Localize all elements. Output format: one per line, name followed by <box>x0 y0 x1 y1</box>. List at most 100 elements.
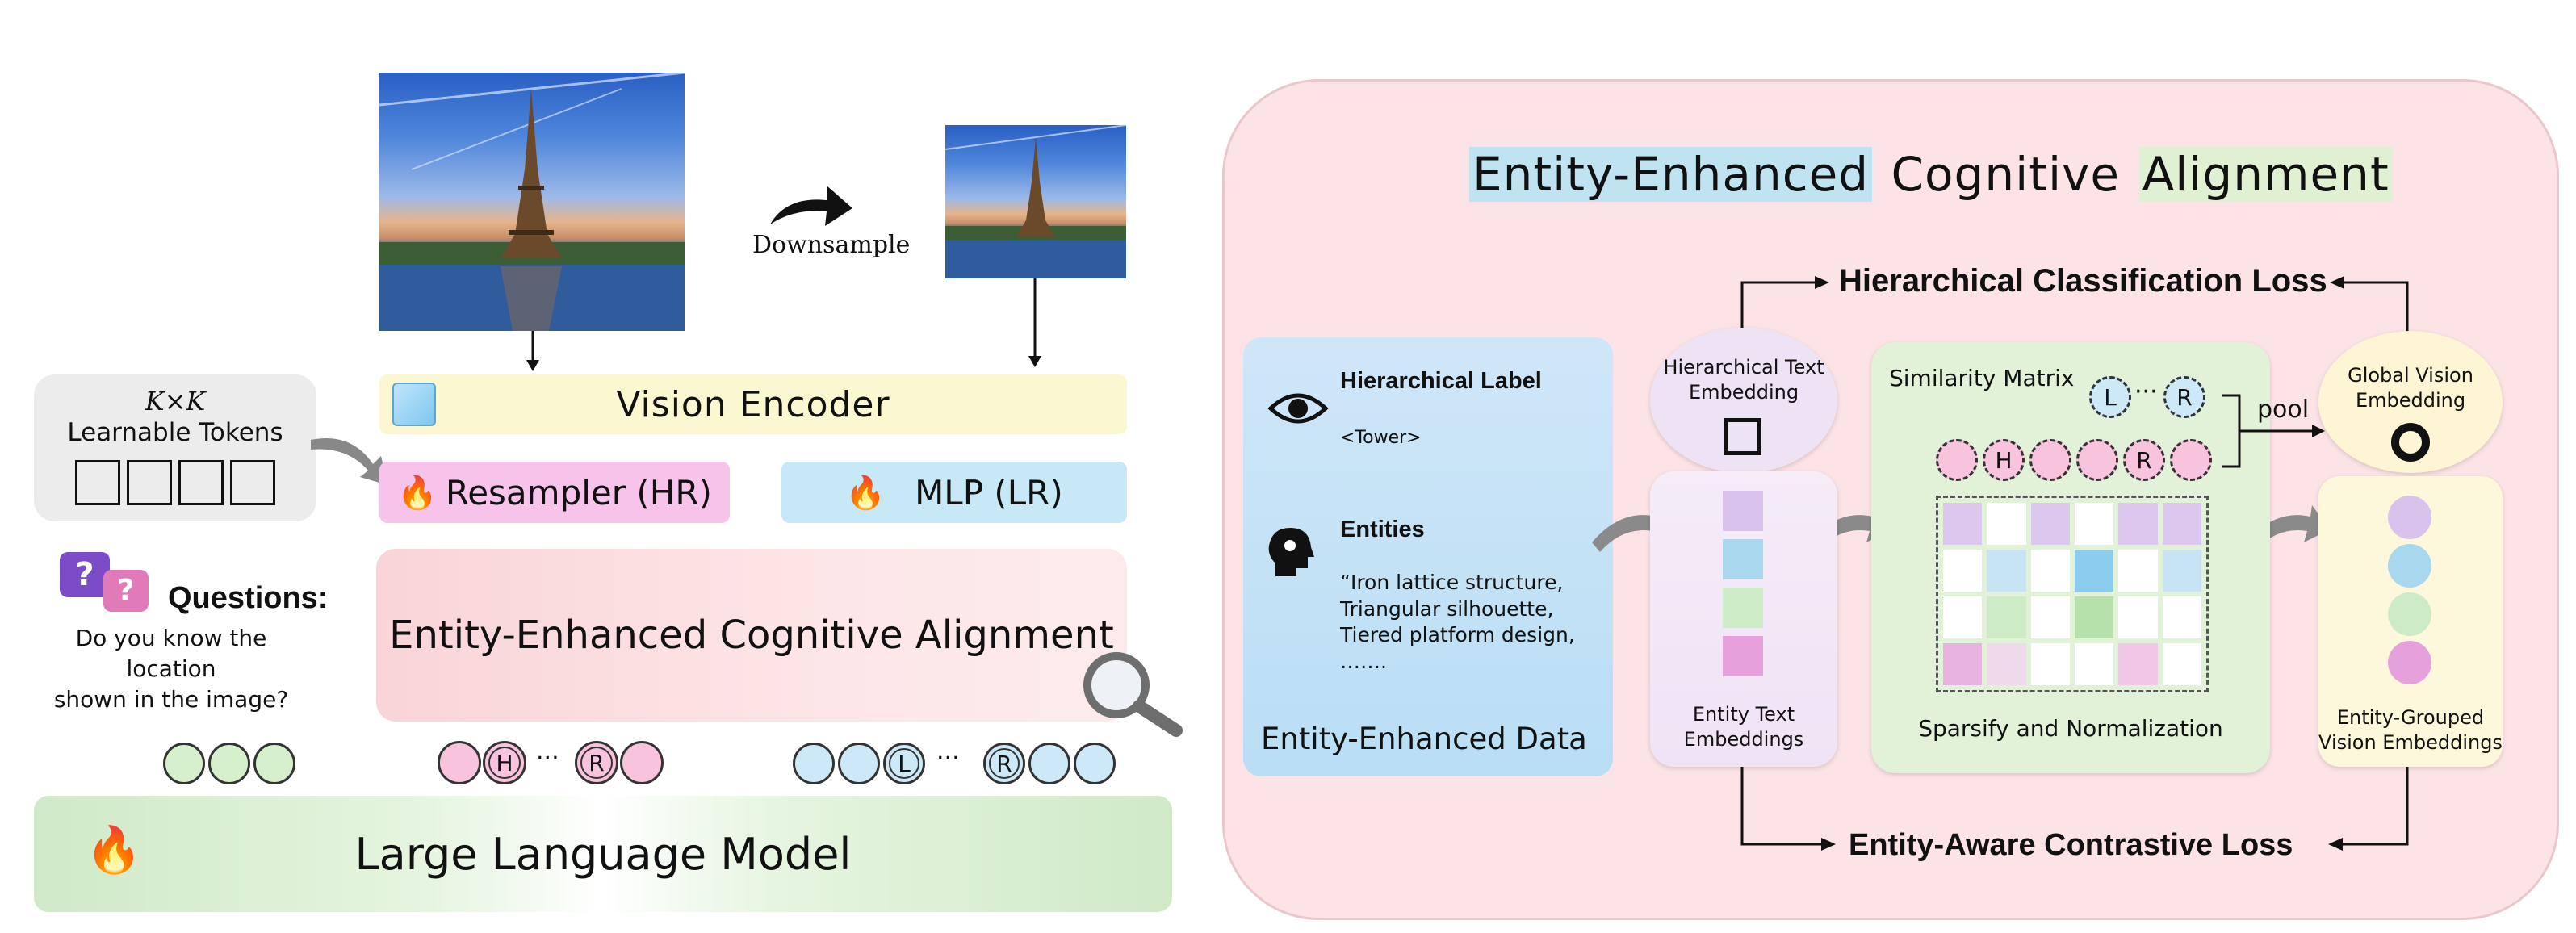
token-square <box>178 460 224 505</box>
token-h-inner: H <box>488 747 521 779</box>
token-squares <box>75 460 275 505</box>
token-circle-h: H <box>483 741 526 784</box>
token-dots-pink: ··· <box>536 744 559 772</box>
token-circle-green <box>253 743 295 784</box>
llm-label: Large Language Model <box>354 828 852 880</box>
token-square <box>127 460 172 505</box>
token-square <box>75 460 120 505</box>
token-circle-green <box>208 743 250 784</box>
hierarchical-text-square <box>1724 418 1761 455</box>
vision-embedding-dot <box>2388 496 2431 539</box>
mlp-box: 🔥 MLP (LR) <box>781 462 1127 523</box>
token-circle-blue <box>1074 743 1116 784</box>
downsample-label: Downsample <box>752 231 911 259</box>
sim-r-circle: R <box>2123 439 2165 481</box>
questions-title: Questions: <box>168 581 329 615</box>
entity-aware-contrastive-loss: Entity-Aware Contrastive Loss <box>1849 828 2293 862</box>
sim-pink-circle <box>1936 439 1978 481</box>
sim-r-circle: R <box>2163 376 2205 418</box>
matrix-cell <box>2074 550 2114 592</box>
eeca-title: Entity-Enhanced Cognitive Alignment <box>1469 147 2393 202</box>
downsample-arrow <box>770 186 852 226</box>
hierarchical-classification-loss: Hierarchical Classification Loss <box>1839 263 2327 299</box>
eeca-module-label: Entity-Enhanced Cognitive Alignment <box>389 613 1114 658</box>
vision-embedding-dot <box>2388 544 2431 588</box>
matrix-cell <box>2162 643 2201 685</box>
global-vision-embedding-label: Global Vision Embedding <box>2318 363 2503 413</box>
fire-icon: 🔥 <box>845 474 886 512</box>
resampler-label: Resampler (HR) <box>445 472 712 513</box>
hierarchical-label-title: Hierarchical Label <box>1340 368 1542 394</box>
token-dots-blue: ··· <box>936 744 960 772</box>
matrix-cell <box>2162 503 2201 545</box>
token-circle-pink <box>438 741 481 784</box>
arrow-sim-to-vision <box>2246 505 2330 552</box>
hierarchical-text-embedding-label: Hierarchical Text Embedding <box>1650 355 1837 405</box>
matrix-cell <box>2074 503 2114 545</box>
matrix-cell <box>1987 503 2026 545</box>
text-embedding-square <box>1723 491 1763 531</box>
matrix-cell <box>1943 643 1983 685</box>
hte-line-1: Hierarchical Text <box>1663 356 1824 379</box>
eeca-module-box: Entity-Enhanced Cognitive Alignment <box>376 549 1127 722</box>
entity-line: Tiered platform design, <box>1340 623 1575 646</box>
matrix-cell <box>1943 596 1983 638</box>
matrix-cell <box>2030 550 2070 592</box>
loss-arrows-top <box>1740 276 2409 333</box>
entities-list: “Iron lattice structure, Triangular silh… <box>1340 570 1575 675</box>
matrix-cell <box>2030 596 2070 638</box>
question-bubbles-icon: ? ? <box>60 552 150 621</box>
eiffel-tower-photo-large <box>379 73 685 331</box>
sim-l-circle: L <box>2089 376 2131 418</box>
magnifier-icon <box>1083 652 1183 737</box>
matrix-cell <box>2030 503 2070 545</box>
arrow-small-photo-to-encoder <box>1028 278 1041 367</box>
llm-box: Large Language Model <box>34 796 1172 912</box>
sim-pink-circle <box>2170 439 2212 481</box>
similarity-matrix-title: Similarity Matrix <box>1889 365 2075 391</box>
entity-enhanced-data-label: Entity-Enhanced Data <box>1261 722 1587 756</box>
global-vision-dot <box>2391 423 2430 462</box>
matrix-cell <box>2118 550 2158 592</box>
sim-h-circle: H <box>1983 439 2025 481</box>
learnable-tokens-label: Learnable Tokens <box>67 418 283 447</box>
similarity-grid <box>1936 496 2209 692</box>
token-circle-pink <box>620 741 664 784</box>
eiffel-tower-photo-small <box>945 125 1126 278</box>
vision-embedding-dot <box>2388 592 2431 636</box>
title-cognitive: Cognitive <box>1891 147 2121 202</box>
vision-encoder-label: Vision Encoder <box>616 383 890 425</box>
hte-line-2: Embedding <box>1688 381 1799 404</box>
ete-line-2: Embeddings <box>1683 728 1804 751</box>
questions-text: Do you know the location shown in the im… <box>34 623 308 714</box>
eye-icon <box>1267 387 1329 433</box>
token-r-inner: R <box>989 748 1020 779</box>
matrix-cell <box>2162 596 2201 638</box>
token-l-inner: L <box>889 748 919 779</box>
entity-line: ……. <box>1340 649 1387 673</box>
matrix-cell <box>2074 596 2114 638</box>
entity-text-embeddings-label: Entity Text Embeddings <box>1650 702 1837 752</box>
loss-arrows-bottom <box>1740 767 2409 851</box>
head-pin-icon <box>1266 525 1314 581</box>
matrix-cell <box>2074 643 2114 685</box>
token-circle-l: L <box>883 743 925 784</box>
gve-line-1: Global Vision <box>2348 364 2473 387</box>
questions-line-1: Do you know the location <box>75 625 267 682</box>
token-circle-green <box>163 743 205 784</box>
matrix-cell <box>2162 550 2201 592</box>
token-circle-blue <box>1028 743 1070 784</box>
sim-pink-circle <box>2029 439 2071 481</box>
matrix-cell <box>2030 643 2070 685</box>
pool-bracket <box>2222 394 2325 468</box>
token-circle-r: R <box>983 743 1025 784</box>
matrix-cell <box>1987 643 2026 685</box>
gve-line-2: Embedding <box>2355 389 2466 412</box>
arrow-tokens-to-resampler <box>311 438 387 485</box>
entities-title: Entities <box>1340 517 1425 542</box>
learnable-tokens-box: K×K Learnable Tokens <box>34 374 316 521</box>
sim-pink-circle <box>2076 439 2118 481</box>
questions-line-2: shown in the image? <box>53 685 289 713</box>
title-entity-enhanced: Entity-Enhanced <box>1469 147 1873 202</box>
matrix-cell <box>2118 643 2158 685</box>
